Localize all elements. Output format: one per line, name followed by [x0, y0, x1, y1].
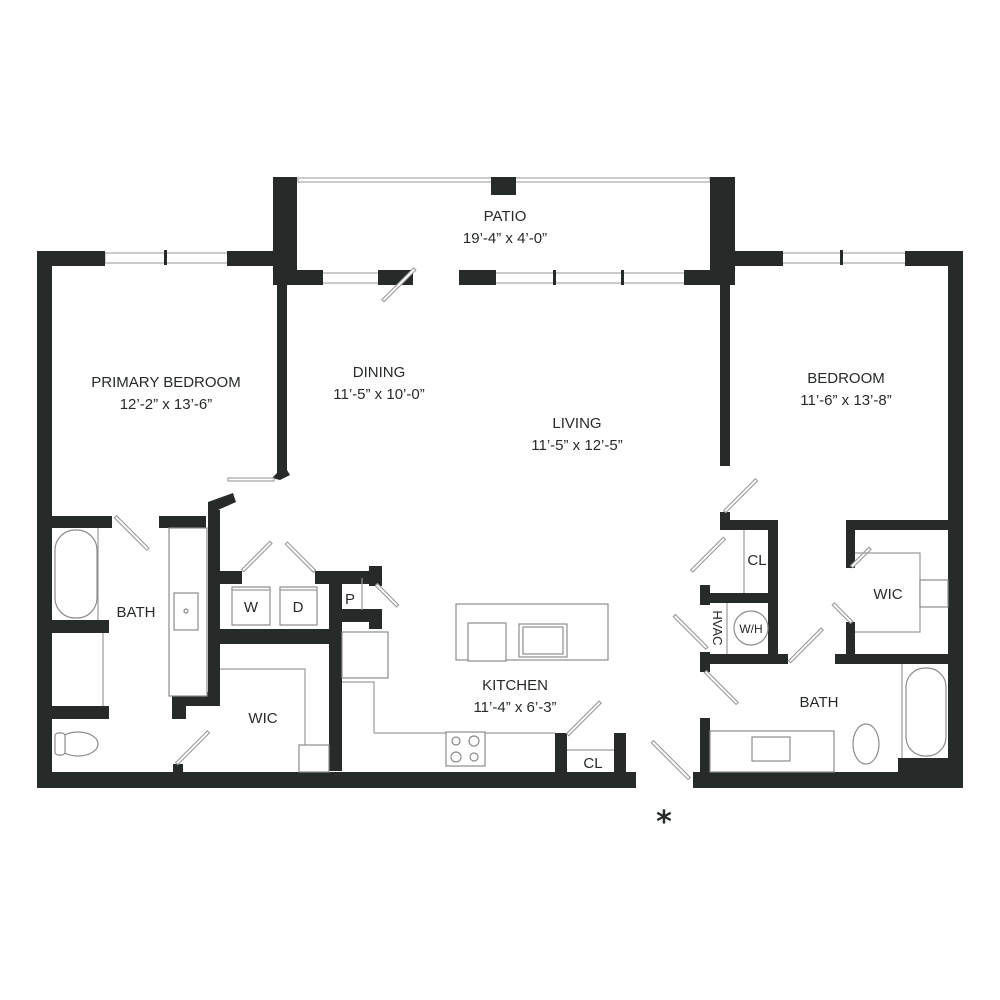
bedroom-name: BEDROOM	[807, 370, 885, 387]
primary-bath-name: BATH	[117, 604, 156, 621]
patio-name: PATIO	[484, 208, 527, 225]
kitchen-closet-name: CL	[583, 755, 602, 772]
bedroom-size: 11’-6” x 13’-8”	[800, 392, 891, 409]
window-dining	[321, 272, 381, 284]
window-primary-bedroom	[104, 252, 231, 264]
washer	[231, 586, 271, 626]
dining-name: DINING	[353, 364, 406, 381]
living-name: LIVING	[552, 415, 601, 432]
dryer-label: D	[293, 599, 304, 616]
room-labels: PATIO 19’-4” x 4’-0” PRIMARY BEDROOM 12’…	[91, 208, 902, 840]
refrigerator	[341, 631, 389, 679]
primary-bedroom-size: 12’-2” x 13’-6”	[120, 396, 213, 413]
stove	[445, 731, 486, 767]
kitchen-size: 11’-4” x 6’-3”	[473, 699, 556, 716]
door-bath-hall[interactable]	[703, 669, 740, 706]
wic-name: WIC	[873, 586, 902, 603]
door-primary-bedroom[interactable]	[227, 477, 275, 482]
window-living	[494, 272, 686, 284]
dryer	[279, 586, 318, 626]
pantry-name: P	[345, 591, 355, 608]
bath-name: BATH	[800, 694, 839, 711]
washer-label: W	[244, 599, 259, 616]
patio-size: 19’-4” x 4’-0”	[463, 230, 547, 247]
door-bedroom[interactable]	[722, 477, 759, 514]
dining-size: 11’-5” x 10’-0”	[333, 386, 424, 403]
door-pantry[interactable]	[374, 582, 400, 608]
entry-marker: *	[656, 805, 672, 840]
bathtub-primary	[54, 529, 98, 619]
kitchen-name: KITCHEN	[482, 677, 548, 694]
living-size: 11’-5” x 12’-5”	[531, 437, 622, 454]
doors	[113, 267, 872, 781]
door-laundry-left[interactable]	[240, 540, 273, 573]
dishwasher	[467, 622, 507, 662]
primary-bedroom-name: PRIMARY BEDROOM	[91, 374, 240, 391]
hall-closet-name: CL	[747, 552, 766, 569]
door-laundry-right[interactable]	[284, 541, 317, 574]
fixtures	[54, 527, 949, 773]
door-wic-bottom[interactable]	[831, 602, 854, 625]
window-bedroom	[781, 252, 907, 264]
water-heater	[733, 610, 769, 646]
door-hvac[interactable]	[672, 613, 709, 651]
door-primary-bath[interactable]	[113, 514, 150, 552]
toilet-bath	[852, 723, 880, 765]
door-patio[interactable]	[381, 267, 417, 303]
primary-wic-name: WIC	[248, 710, 277, 727]
door-entry[interactable]	[650, 739, 691, 781]
door-wic-top[interactable]	[849, 546, 872, 569]
door-kitchen-closet[interactable]	[565, 700, 603, 737]
water-heater-label: W/H	[739, 622, 762, 636]
bathtub-bath	[905, 667, 947, 757]
hvac-label: HVAC	[710, 610, 725, 645]
door-hall-closet[interactable]	[689, 536, 727, 573]
door-primary-wic[interactable]	[174, 729, 211, 766]
door-bath[interactable]	[787, 627, 825, 664]
